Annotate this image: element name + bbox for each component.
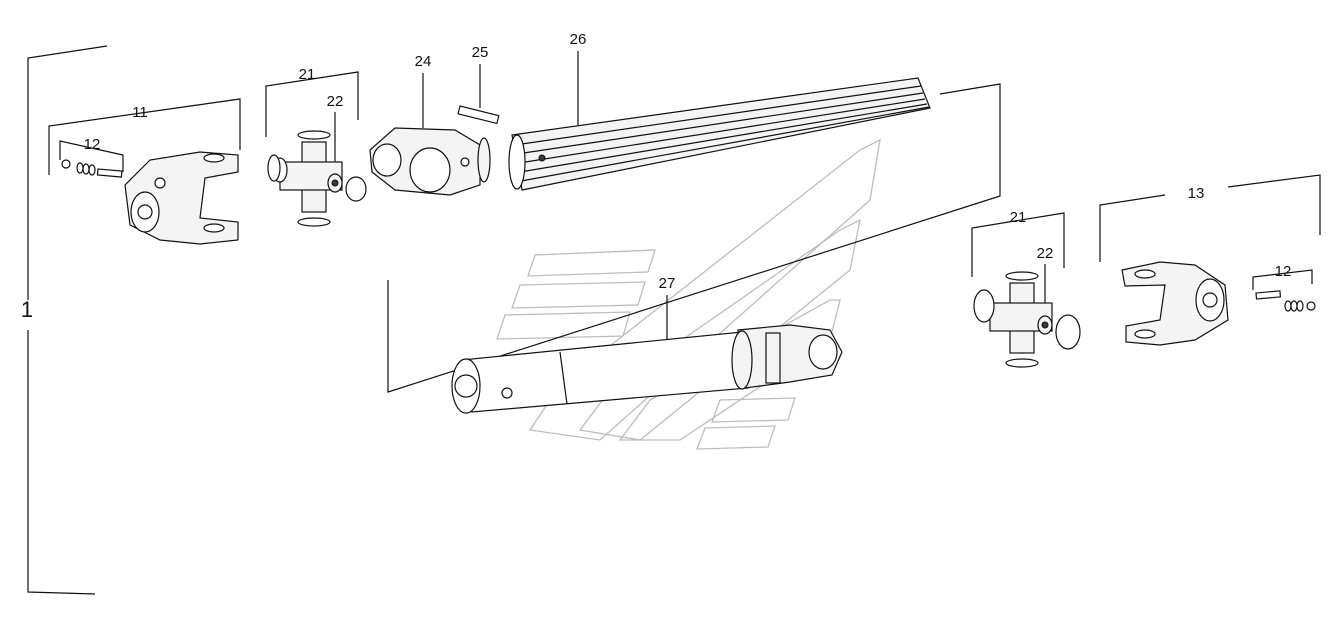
bolt-left xyxy=(61,159,123,178)
label-13: 13 xyxy=(1188,185,1205,202)
spring-pin xyxy=(457,105,500,125)
bracket-13-right xyxy=(1227,174,1321,235)
inner-profile-tube xyxy=(508,77,931,191)
label-22-left: 22 xyxy=(327,93,344,110)
label-1: 1 xyxy=(21,297,33,322)
bracket-13 xyxy=(1099,194,1166,262)
cross-kit-right xyxy=(973,271,1081,368)
inner-yoke xyxy=(369,127,491,196)
bracket-21-left xyxy=(265,71,359,137)
label-22-right: 22 xyxy=(1037,245,1054,262)
label-27: 27 xyxy=(659,275,676,292)
cross-kit-left xyxy=(267,130,367,227)
label-11: 11 xyxy=(132,104,148,121)
outer-tube-assembly xyxy=(451,324,843,414)
label-21-left: 21 xyxy=(299,66,316,83)
bracket-12-right xyxy=(1252,269,1313,290)
bolt-right xyxy=(1255,290,1316,312)
label-24: 24 xyxy=(415,53,432,70)
bracket-11 xyxy=(48,98,241,175)
yoke-left xyxy=(124,151,239,245)
label-21-right: 21 xyxy=(1010,209,1027,226)
label-25: 25 xyxy=(472,44,489,61)
bracket-21-right xyxy=(971,212,1065,277)
group-outline-inner-tube xyxy=(387,83,1001,393)
label-12-right: 12 xyxy=(1275,263,1292,280)
yoke-right xyxy=(1121,261,1229,346)
label-26: 26 xyxy=(570,31,587,48)
label-12-left: 12 xyxy=(84,136,101,153)
bracket-12-left xyxy=(59,140,124,172)
assembly-bracket xyxy=(27,45,108,595)
